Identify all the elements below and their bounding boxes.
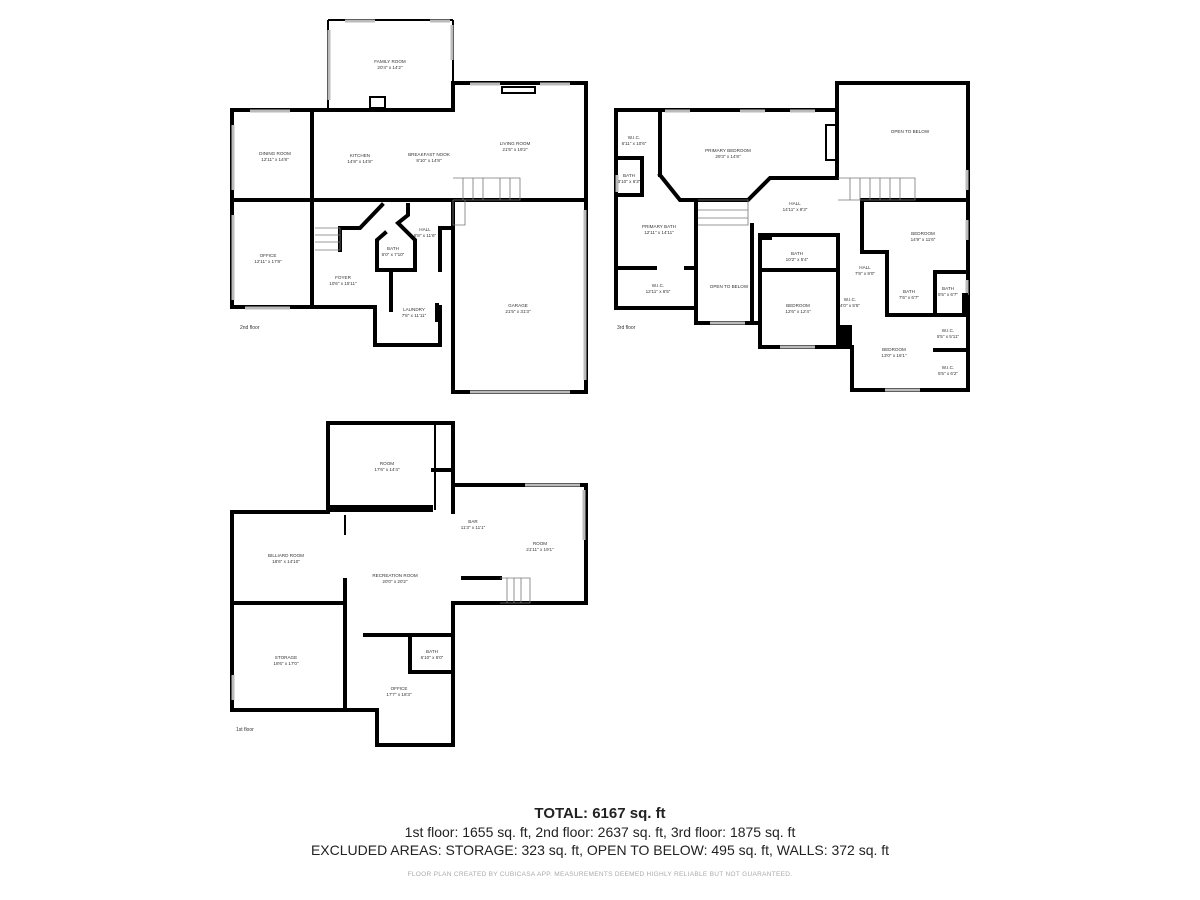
- floor-label: 1st floor: [236, 727, 254, 733]
- room-name: BAR: [468, 519, 478, 524]
- room-name: FAMILY ROOM: [374, 59, 406, 64]
- room-size: 12'11" x 14'11": [644, 230, 674, 235]
- room-size: 5'5" x 6'2": [938, 371, 958, 376]
- room-size: 8'10" x 14'8": [416, 158, 442, 163]
- room-size: 17'6" x 14'4": [374, 467, 400, 472]
- room-name: KITCHEN: [350, 153, 370, 158]
- room-name: DINING ROOM: [259, 151, 291, 156]
- room-name: PRIMARY BEDROOM: [705, 148, 751, 153]
- room-size: 7'8" x 9'0": [855, 271, 875, 276]
- room-name: LAUNDRY: [403, 307, 425, 312]
- floor-2-walls: [230, 19, 588, 394]
- room-size: 12'11" x 6'5": [646, 289, 671, 294]
- footer-disclaimer: FLOOR PLAN CREATED BY CUBICASA APP. MEAS…: [407, 871, 793, 878]
- floor-3-walls: [614, 81, 970, 392]
- floor-label: 3rd floor: [617, 325, 636, 331]
- room-size: 6'0" x 7'10": [382, 252, 405, 257]
- total-area: TOTAL: 6167 sq. ft: [534, 805, 666, 822]
- room-size: 29'3" x 14'8": [715, 154, 741, 159]
- room-name: BATH: [942, 286, 954, 291]
- room-name: W.I.C.: [942, 328, 955, 333]
- room-name: BREAKFAST NOOK: [408, 152, 451, 157]
- room-size: 10'6" x 15'11": [329, 281, 357, 286]
- room-size: 12'6" x 12'4": [785, 309, 811, 314]
- room-name: OFFICE: [391, 686, 408, 691]
- room-size: 3'10" x 6'3": [618, 179, 641, 184]
- room-size: 4'0" x 5'5": [840, 303, 860, 308]
- room-size: 14'9" x 11'6": [911, 237, 936, 242]
- room-name: HALL: [419, 227, 431, 232]
- room-size: 6'11" x 10'6": [622, 141, 647, 146]
- room-name: W.I.C.: [942, 365, 955, 370]
- room-name: ROOM: [533, 541, 547, 546]
- room-size: 18'6" x 14'10": [272, 559, 300, 564]
- room-name: OFFICE: [260, 253, 277, 258]
- room-size: 18'6" x 17'0": [273, 661, 299, 666]
- room-name: ROOM: [380, 461, 394, 466]
- room-name: LIVING ROOM: [500, 141, 531, 146]
- room-size: 12'11" x 14'8": [261, 157, 289, 162]
- room-name: BEDROOM: [882, 347, 906, 352]
- room-name: BATH: [426, 649, 438, 654]
- room-name: RECREATION ROOM: [372, 573, 418, 578]
- room-name: FOYER: [335, 275, 352, 280]
- room-name: STORAGE: [275, 655, 297, 660]
- room-size: 11'3" x 11'1": [461, 525, 486, 530]
- room-name: BEDROOM: [786, 303, 810, 308]
- room-size: 5'5" x 5'11": [937, 334, 960, 339]
- room-name: BATH: [387, 246, 399, 251]
- room-name: GARAGE: [508, 303, 528, 308]
- room-size: 6'10" x 6'0": [421, 655, 444, 660]
- room-name: BATH: [903, 289, 915, 294]
- room-size: 20'4" x 14'2": [377, 65, 403, 70]
- room-name: HALL: [859, 265, 871, 270]
- room-size: 7'8" x 11'11": [402, 313, 427, 318]
- room-name: BILLIARD ROOM: [268, 553, 304, 558]
- room-name: OPEN TO BELOW: [710, 284, 749, 289]
- room-size: 14'11" x 9'3": [783, 207, 808, 212]
- room-name: BATH: [791, 251, 803, 256]
- room-size: 10'2" x 5'4": [786, 257, 809, 262]
- room-size: 8'8" x 11'6": [414, 233, 437, 238]
- room-size: 17'7" x 18'3": [386, 692, 412, 697]
- room-name: PRIMARY BATH: [642, 224, 676, 229]
- room-size: 21'11" x 19'1": [526, 547, 554, 552]
- room-size: 5'5" x 6'7": [938, 292, 958, 297]
- room-name: W.I.C.: [844, 297, 857, 302]
- floor-areas: 1st floor: 1655 sq. ft, 2nd floor: 2637 …: [404, 824, 796, 840]
- room-size: 12'11" x 17'8": [254, 259, 282, 264]
- room-size: 14'8" x 14'8": [347, 159, 373, 164]
- room-size: 20'0" x 20'2": [382, 579, 408, 584]
- room-name: BATH: [623, 173, 635, 178]
- room-name: HALL: [789, 201, 801, 206]
- room-size: 21'5" x 19'2": [502, 147, 528, 152]
- room-size: 13'0" x 16'1": [881, 353, 907, 358]
- floor-1-walls: [230, 421, 588, 747]
- room-name: OPEN TO BELOW: [891, 129, 930, 134]
- excluded-areas: EXCLUDED AREAS: STORAGE: 323 sq. ft, OPE…: [310, 842, 890, 858]
- room-name: BEDROOM: [911, 231, 935, 236]
- room-size: 21'5" x 31'3": [505, 309, 531, 314]
- room-name: W.I.C.: [652, 283, 665, 288]
- room-name: W.I.C.: [628, 135, 641, 140]
- room-size: 7'6" x 6'7": [899, 295, 919, 300]
- floor-label: 2nd floor: [240, 325, 260, 331]
